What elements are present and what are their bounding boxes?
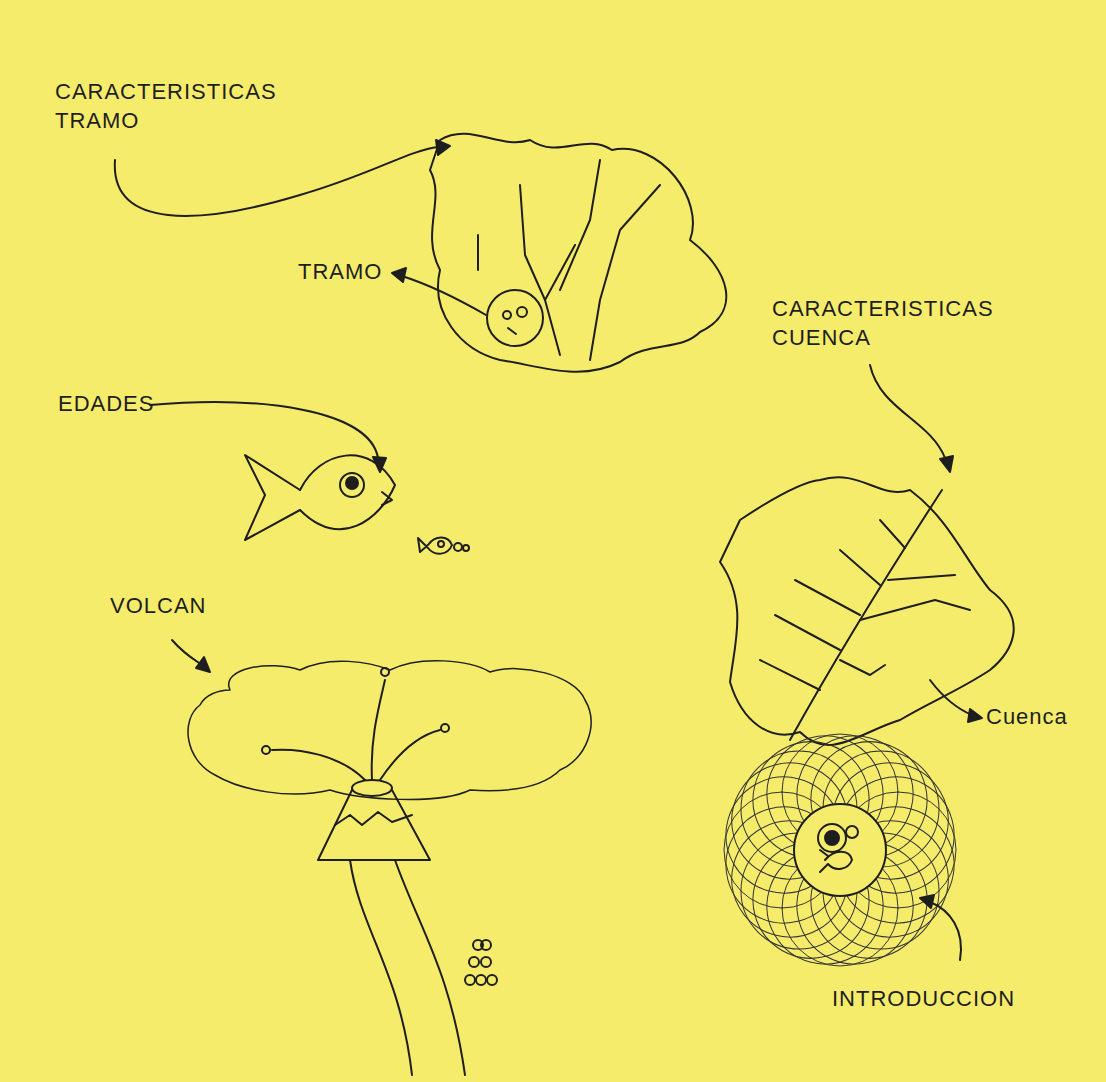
part-label: TRAMO xyxy=(298,258,382,287)
arrowhead xyxy=(940,456,953,472)
part-label: Cuenca xyxy=(986,703,1068,732)
heading-label: CARACTERISTICAS TRAMO xyxy=(55,78,265,135)
arrowhead xyxy=(968,709,982,722)
leader-line xyxy=(402,276,486,315)
leader-line xyxy=(870,365,945,458)
arrowhead xyxy=(920,895,934,908)
tramo-basin xyxy=(430,134,726,372)
leader-line xyxy=(930,902,961,960)
volcano-drawing xyxy=(188,661,591,1075)
cuenca-basin xyxy=(720,477,1014,745)
eye-fish-drawing xyxy=(794,804,886,896)
arrowhead xyxy=(196,657,210,672)
leader-line xyxy=(115,147,438,216)
heading-label: VOLCAN xyxy=(110,592,206,621)
spirograph-drawing xyxy=(711,721,970,980)
fish-drawing xyxy=(245,455,469,554)
leader-line xyxy=(150,402,378,458)
heading-label: CARACTERISTICAS CUENCA xyxy=(772,295,982,352)
heading-label: INTRODUCCION xyxy=(832,985,1015,1014)
arrowhead xyxy=(392,268,406,282)
leader-line xyxy=(930,680,972,715)
heading-label: EDADES xyxy=(58,390,154,419)
leader-line xyxy=(172,640,202,665)
